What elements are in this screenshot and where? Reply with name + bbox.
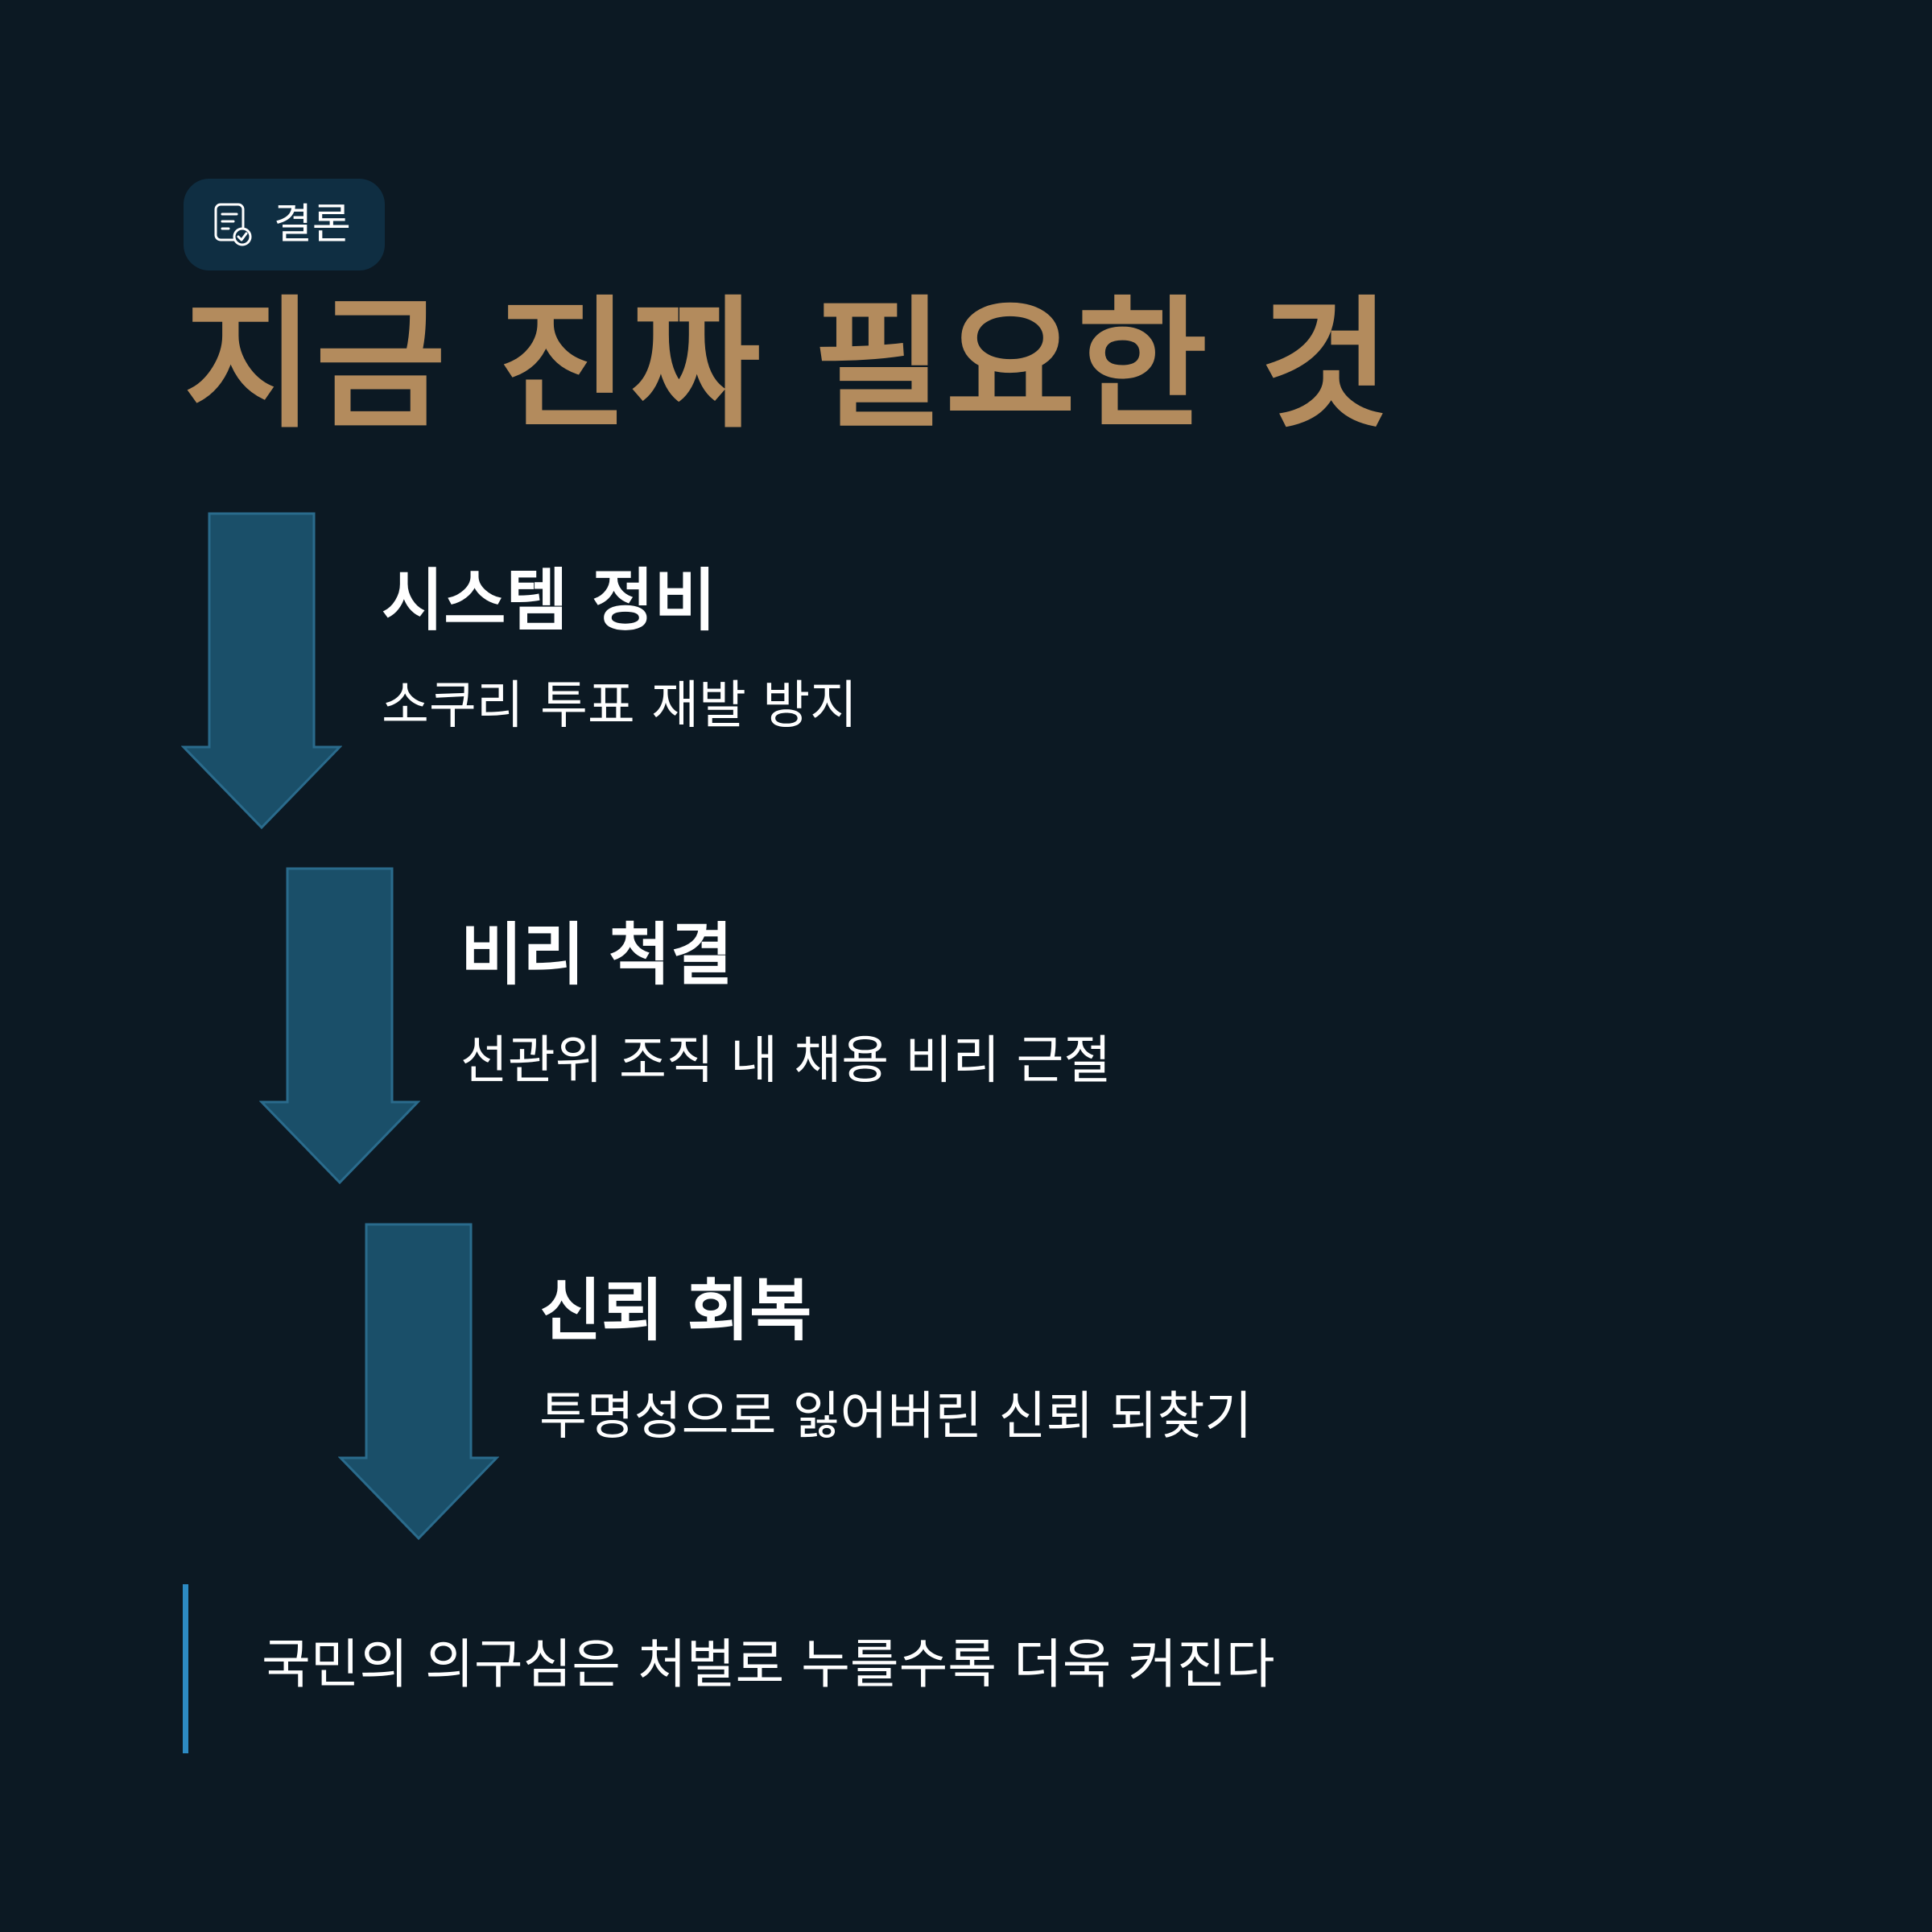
down-arrow-icon xyxy=(259,867,420,1185)
step-heading: 시스템 정비 xyxy=(382,561,716,640)
step-heading: 비리 척결 xyxy=(460,915,733,994)
section-badge: 결론 xyxy=(184,179,385,270)
step-description: 투명성으로 잃어버린 신뢰 되찾기 xyxy=(539,1387,1253,1447)
down-arrow-icon xyxy=(181,512,342,830)
page-title: 지금 진짜 필요한 것 xyxy=(184,283,1393,448)
section-badge-label: 결론 xyxy=(274,200,351,249)
step-description: 소쿠리 투표 재발 방지 xyxy=(382,676,857,736)
step-heading: 신뢰 회복 xyxy=(539,1271,812,1350)
step-description: 선관위 조직 내 채용 비리 근절 xyxy=(460,1031,1112,1091)
closing-quote: 국민의 의구심은 처벌로 누를수록 더욱 커진다 xyxy=(183,1584,1551,1753)
document-check-icon xyxy=(214,203,252,246)
quote-text: 국민의 의구심은 처벌로 누를수록 더욱 커진다 xyxy=(262,1633,1275,1695)
quote-accent-bar xyxy=(183,1584,188,1753)
down-arrow-icon xyxy=(338,1223,499,1541)
